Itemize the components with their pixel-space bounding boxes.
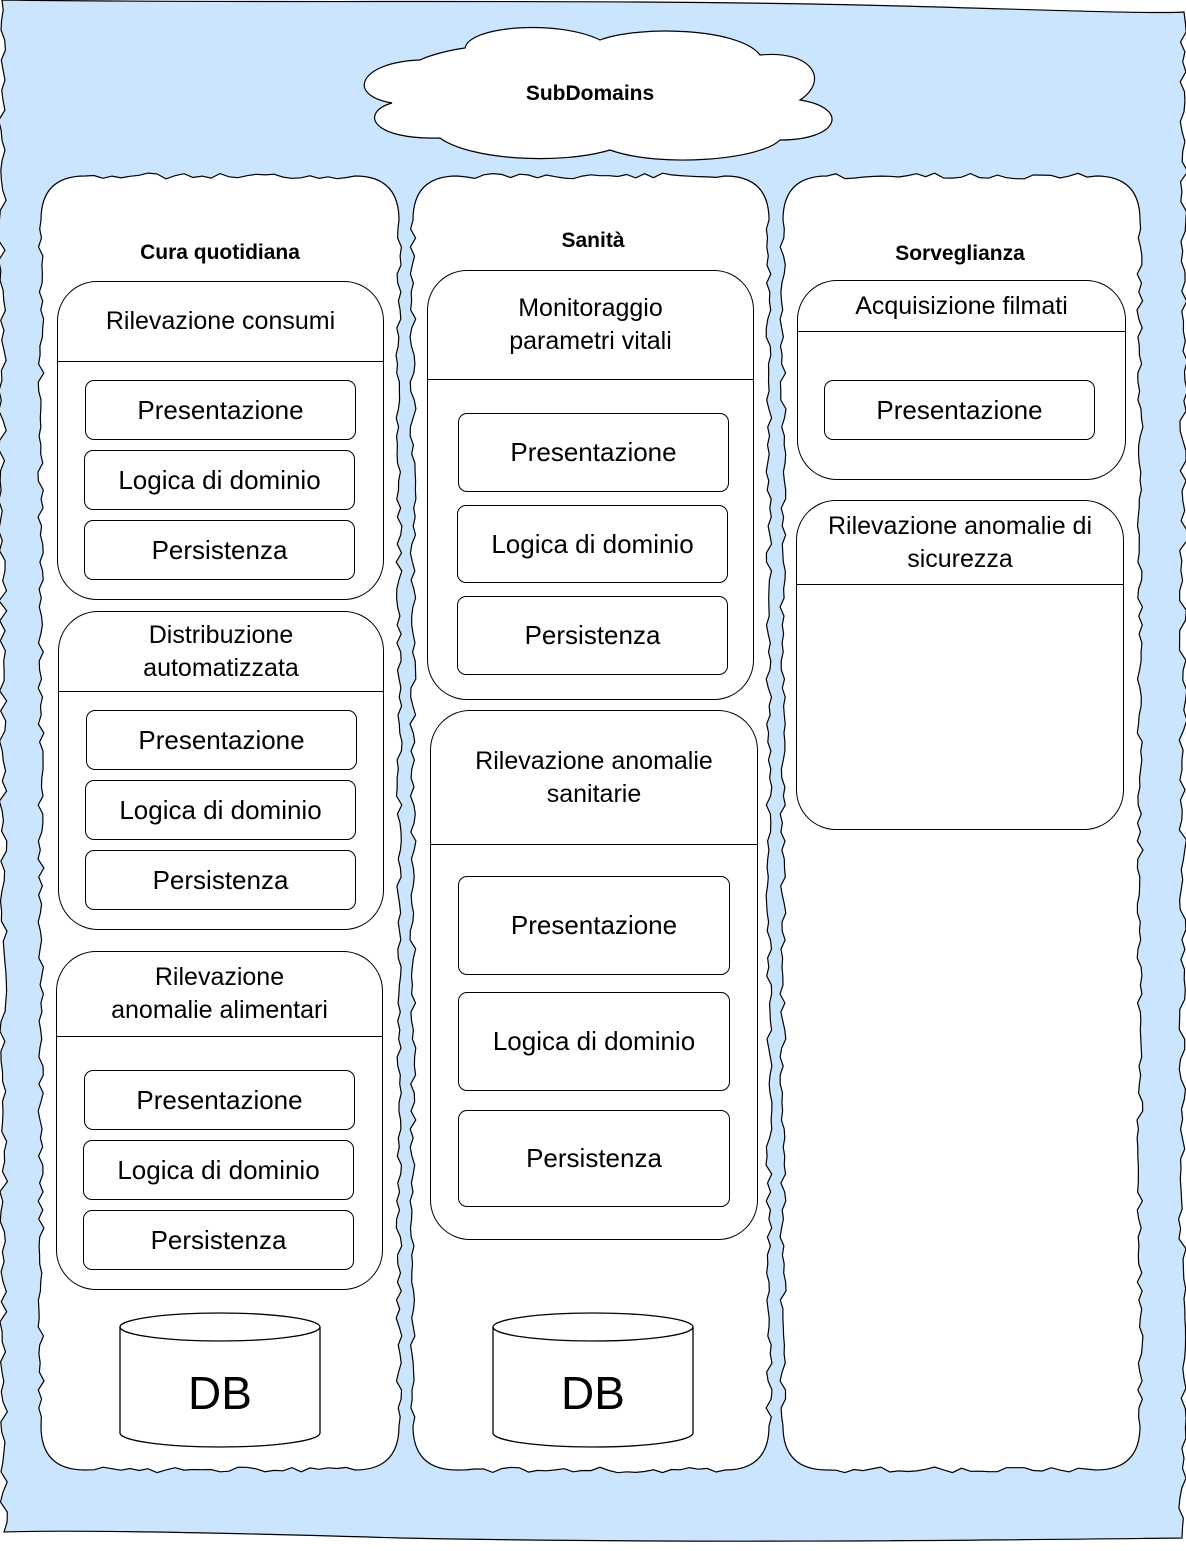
column-title-sorveglianza: Sorveglianza [895, 242, 1025, 265]
layer-presentazione: Presentazione [85, 380, 356, 440]
diagram-title: SubDomains [525, 82, 655, 105]
layer-persistenza: Persistenza [458, 1110, 730, 1207]
layer-persistenza: Persistenza [457, 596, 728, 675]
layer-presentazione: Presentazione [458, 876, 730, 975]
layer-presentazione: Presentazione [458, 413, 729, 492]
database-sanita: DB [492, 1312, 694, 1448]
database-cylinder-icon [492, 1312, 694, 1448]
subdomains-cloud [363, 26, 833, 161]
database-label: DB [561, 1367, 625, 1419]
database-label: DB [188, 1367, 252, 1419]
subdomain-title: Distribuzione automatizzata [59, 612, 383, 692]
subdomain-title: Rilevazione anomalie alimentari [57, 952, 382, 1037]
layer-logica-di-dominio: Logica di dominio [458, 992, 730, 1091]
subdomain-title: Acquisizione filmati [798, 281, 1125, 332]
column-title-cura-quotidiana: Cura quotidiana [140, 241, 300, 264]
subdomain-title: Monitoraggio parametri vitali [428, 271, 753, 380]
column-title-sanita: Sanità [561, 229, 625, 252]
layer-presentazione: Presentazione [84, 1070, 355, 1130]
layer-persistenza: Persistenza [85, 850, 356, 910]
subdomain-title: Rilevazione anomalie di sicurezza [797, 501, 1123, 585]
layer-presentazione: Presentazione [824, 380, 1095, 440]
subdomain-rilevazione-anomalie-di-sicurezza: Rilevazione anomalie di sicurezza [796, 500, 1124, 830]
layer-persistenza: Persistenza [83, 1210, 354, 1270]
database-cura-quotidiana: DB [119, 1312, 321, 1448]
subdomain-title: Rilevazione anomalie sanitarie [431, 711, 757, 845]
database-cylinder-icon [119, 1312, 321, 1448]
layer-logica-di-dominio: Logica di dominio [84, 450, 355, 510]
layer-logica-di-dominio: Logica di dominio [85, 780, 356, 840]
layer-persistenza: Persistenza [84, 520, 355, 580]
layer-logica-di-dominio: Logica di dominio [83, 1140, 354, 1200]
layer-logica-di-dominio: Logica di dominio [457, 505, 728, 583]
subdomain-title: Rilevazione consumi [58, 282, 383, 362]
layer-presentazione: Presentazione [86, 710, 357, 770]
